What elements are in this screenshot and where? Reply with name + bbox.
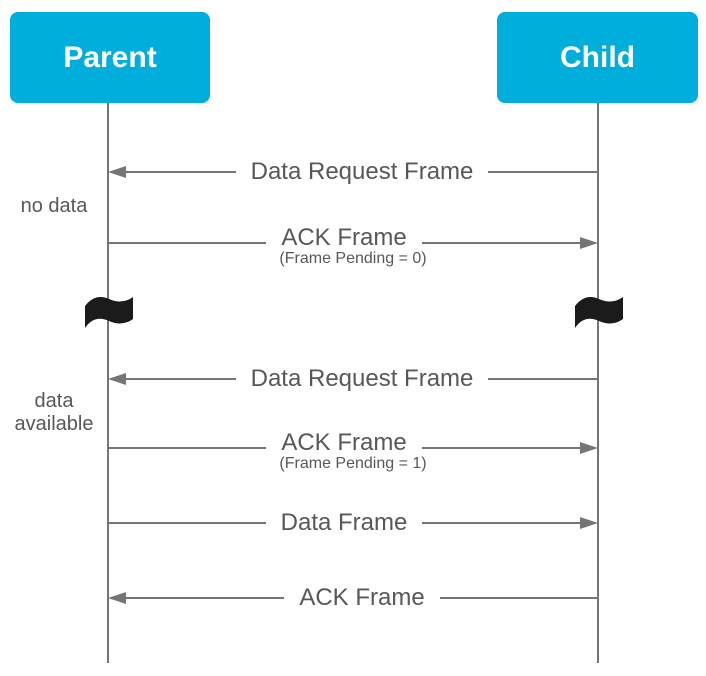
message-ack-frame-1: ACK Frame (Frame Pending = 0) [108,224,599,267]
arrow-line [126,597,285,599]
arrow-line [488,171,599,173]
arrowhead-left-icon [108,373,126,385]
annotation-data-available: data available [14,390,94,435]
arrowhead-left-icon [108,166,126,178]
lifeline-child [597,103,599,663]
message-label: ACK Frame [281,224,407,251]
arrow-line [126,378,236,380]
annotation-no-data: no data [20,195,88,217]
message-data-request-frame-1: Data Request Frame [108,157,599,187]
message-ack-frame-3: ACK Frame [108,583,599,613]
arrow-line [439,597,599,599]
arrow-line [108,242,267,244]
message-label: Data Request Frame [250,365,474,392]
arrow-line [421,447,581,449]
arrow-line [422,522,581,524]
message-sublabel: (Frame Pending = 0) [279,250,427,267]
actor-label-child: Child [560,40,635,74]
flag-icon [574,292,624,334]
arrow-line [108,522,266,524]
message-data-request-frame-2: Data Request Frame [108,364,599,394]
arrowhead-right-icon [580,442,599,454]
arrow-line [126,171,236,173]
arrow-line [108,447,267,449]
arrowhead-right-icon [580,237,599,249]
message-ack-frame-2: ACK Frame (Frame Pending = 1) [108,429,599,472]
actor-box-parent: Parent [10,12,210,103]
arrow-line [488,378,599,380]
message-label: ACK Frame [281,429,407,456]
flag-icon [84,292,134,334]
actor-label-parent: Parent [63,40,157,74]
message-data-frame: Data Frame [108,508,599,538]
message-label: Data Request Frame [250,158,474,185]
arrowhead-left-icon [108,592,126,604]
message-label: Data Frame [280,509,408,536]
message-label: ACK Frame [299,584,425,611]
arrow-line [421,242,581,244]
actor-box-child: Child [497,12,698,103]
message-sublabel: (Frame Pending = 1) [279,455,427,472]
arrowhead-right-icon [580,517,599,529]
